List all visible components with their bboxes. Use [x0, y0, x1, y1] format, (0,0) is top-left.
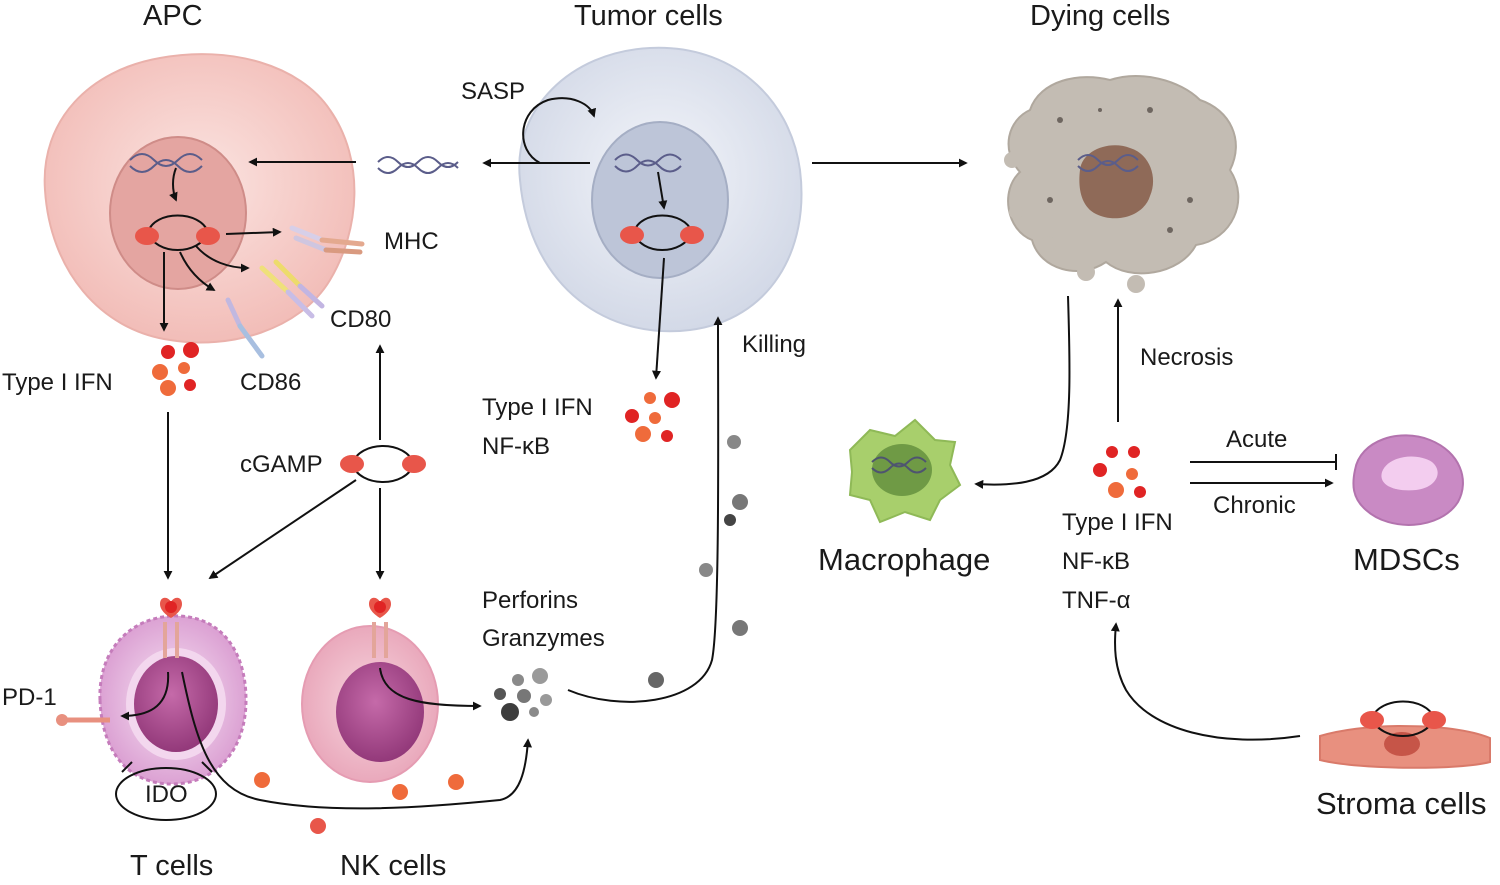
t-to-pd1-arrow [120, 671, 170, 721]
mdsc-cell [1352, 434, 1464, 526]
sting-icon [1360, 700, 1446, 737]
chronic-label: Chronic [1213, 492, 1296, 519]
dna-icon [1077, 154, 1139, 172]
ido-loop [115, 767, 217, 821]
dying-to-macrophage-arrow [974, 295, 1071, 489]
t-cell [98, 614, 248, 786]
macrophage-cell [848, 418, 962, 524]
nk-cell-receptor-icon [369, 597, 391, 658]
scattered-granules [648, 435, 748, 688]
sting-to-cd86-arrow [179, 251, 216, 291]
pd1-label: PD-1 [2, 684, 57, 711]
granzymes-label: Granzymes [482, 625, 605, 652]
t-cell-nucleus [134, 656, 218, 752]
cgamp-sting-icon [340, 445, 426, 483]
apc-title: APC [143, 0, 203, 32]
cd86-label: CD86 [240, 369, 302, 396]
stroma-title: Stroma cells [1316, 786, 1487, 821]
dna-fragment-icon [377, 156, 459, 174]
sting-to-mhc-arrow [225, 227, 282, 237]
sting-to-cd80-arrow [195, 245, 250, 273]
mdsc-inner [1381, 456, 1438, 491]
type1-ifn-dots-stroma [1093, 446, 1146, 498]
stroma-cell [1319, 724, 1491, 769]
cgamp-to-t-arrow [208, 479, 357, 580]
ido-label: IDO [145, 781, 188, 808]
type1-ifn-dots-apc [152, 342, 199, 396]
nk-cells-title: NK cells [340, 850, 447, 882]
dna-icon [871, 456, 927, 474]
stroma-to-ifn-arrow [1110, 622, 1301, 741]
nk-cell [301, 625, 439, 783]
nfkb-tumor-label: NF-κB [482, 433, 550, 460]
nk-cell-nucleus [336, 662, 424, 762]
dying-core [1079, 145, 1154, 219]
granule-cluster [494, 668, 552, 721]
type1-ifn-tumor-label: Type I IFN [482, 394, 593, 421]
acute-label: Acute [1226, 426, 1288, 453]
cd80-receptor-icon [259, 259, 325, 319]
type1-ifn-stroma-label: Type I IFN [1062, 509, 1173, 536]
apc-dna-to-sting-arrow [169, 167, 178, 202]
macrophage-title: Macrophage [818, 542, 991, 577]
type1-ifn-apc-label: Type I IFN [2, 369, 113, 396]
nfkb-stroma-label: NF-κB [1062, 548, 1130, 575]
t-cells-title: T cells [130, 850, 214, 882]
perforins-label: Perforins [482, 587, 579, 614]
killing-arrow [567, 316, 723, 703]
cytokine-dots [254, 772, 464, 834]
necrosis-label: Necrosis [1140, 344, 1234, 371]
dna-icon [129, 153, 203, 173]
sting-icon [620, 214, 704, 251]
apc-cell [43, 53, 356, 344]
t-cell-receptor-icon [160, 597, 182, 658]
pd1-receptor-icon [56, 714, 110, 726]
t-to-granzymes-arrow [181, 671, 533, 810]
tumor-nucleus [591, 121, 729, 279]
apc-nucleus [109, 136, 247, 290]
nk-to-granzymes-arrow [379, 667, 482, 711]
ido-inhibit-bars [121, 761, 213, 773]
sting-icon [135, 214, 220, 251]
cd80-label: CD80 [330, 306, 392, 333]
tumor-dna-to-sting-arrow [657, 171, 668, 210]
tumor-title: Tumor cells [574, 0, 723, 32]
mhc-label: MHC [384, 228, 439, 255]
mdscs-title: MDSCs [1353, 542, 1460, 577]
tnfa-label: TNF-α [1062, 587, 1131, 614]
dying-title: Dying cells [1030, 0, 1171, 32]
mhc-receptor-icon [289, 225, 365, 255]
sasp-label: SASP [461, 78, 526, 105]
cd86-receptor-icon [225, 297, 265, 359]
stroma-nucleus [1384, 732, 1420, 756]
cgamp-label: cGAMP [240, 451, 323, 478]
dna-icon [614, 153, 682, 173]
dying-cell [1004, 75, 1240, 293]
killing-label: Killing [742, 331, 807, 358]
sasp-loop-arrow [522, 97, 596, 164]
tumor-sting-to-ifn-arrow [651, 257, 665, 380]
type1-ifn-dots-tumor [625, 392, 680, 442]
